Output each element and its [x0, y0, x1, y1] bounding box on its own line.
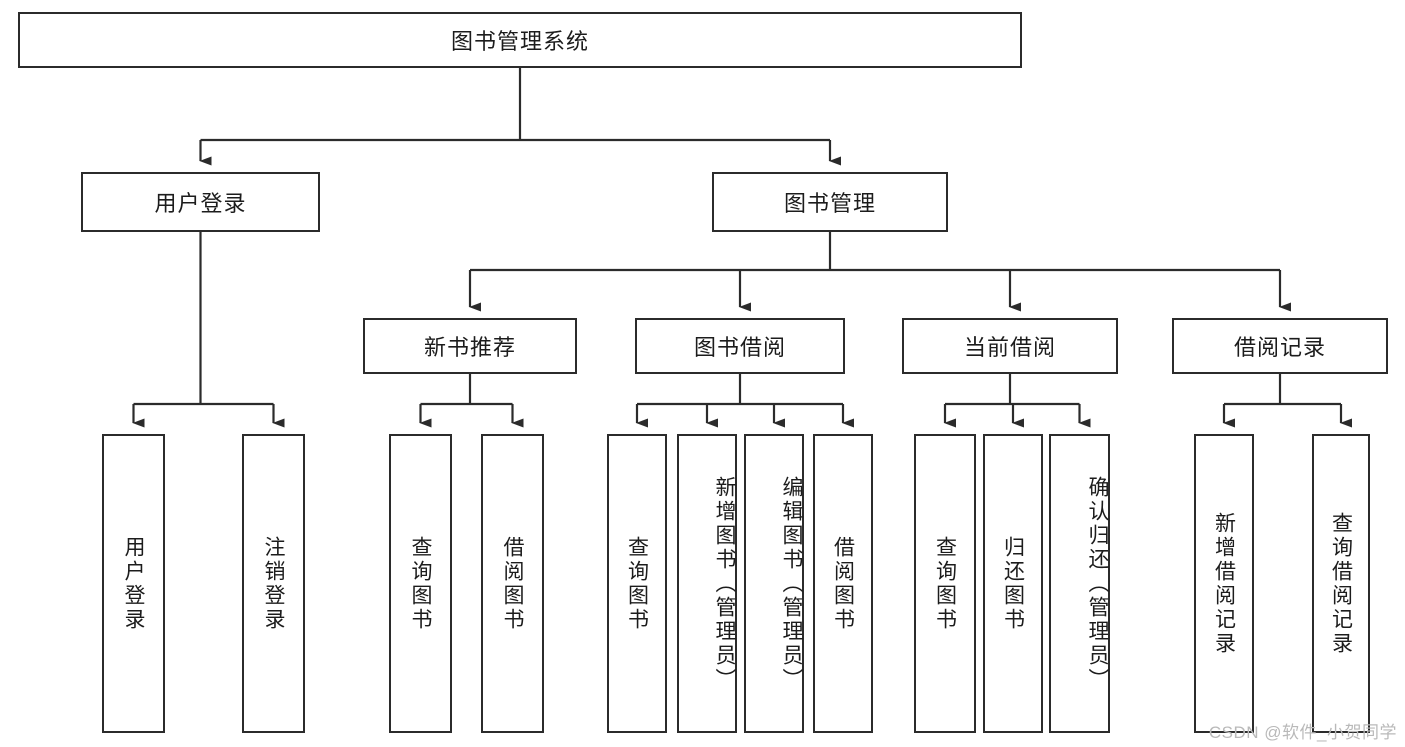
node-label: 图书管理系统	[450, 29, 589, 54]
node-leaf-query-record[interactable]: 查询借阅记录	[1312, 434, 1370, 733]
node-label: 查询图书	[625, 535, 649, 632]
node-leaf-return-book[interactable]: 归还图书	[983, 434, 1043, 733]
node-leaf-query-book-1[interactable]: 查询图书	[389, 434, 452, 733]
node-leaf-add-book[interactable]: 新增图书（管理员）	[677, 434, 737, 733]
node-new-book-rec[interactable]: 新书推荐	[363, 318, 577, 374]
node-label: 借阅图书	[501, 535, 524, 632]
node-label: 用户登录	[154, 191, 247, 216]
node-label: 查询图书	[409, 535, 432, 632]
node-leaf-logout[interactable]: 注销登录	[242, 434, 305, 733]
node-leaf-query-book-3[interactable]: 查询图书	[914, 434, 976, 733]
node-book-manage[interactable]: 图书管理	[712, 172, 948, 232]
node-label: 注销登录	[262, 535, 285, 632]
node-label: 图书管理	[783, 191, 876, 216]
node-label: 编辑图书（管理员）	[780, 475, 803, 692]
node-book-borrow[interactable]: 图书借阅	[635, 318, 845, 374]
node-leaf-query-book-2[interactable]: 查询图书	[607, 434, 667, 733]
node-borrow-record[interactable]: 借阅记录	[1172, 318, 1388, 374]
node-leaf-confirm-return[interactable]: 确认归还（管理员）	[1049, 434, 1110, 733]
node-label: 新增借阅记录	[1212, 511, 1236, 656]
node-leaf-add-record[interactable]: 新增借阅记录	[1194, 434, 1254, 733]
node-label: 借阅记录	[1233, 335, 1326, 360]
node-label: 图书借阅	[693, 335, 786, 360]
node-leaf-borrow-book-1[interactable]: 借阅图书	[481, 434, 544, 733]
node-label: 借阅图书	[831, 535, 855, 632]
node-label: 新增图书（管理员）	[713, 475, 736, 692]
node-label: 新书推荐	[423, 335, 516, 360]
node-current-borrow[interactable]: 当前借阅	[902, 318, 1118, 374]
node-leaf-user-login[interactable]: 用户登录	[102, 434, 165, 733]
node-root[interactable]: 图书管理系统	[18, 12, 1022, 68]
csdn-watermark: CSDN @软件_小贺同学	[1208, 723, 1397, 742]
node-label: 当前借阅	[963, 335, 1056, 360]
node-label: 用户登录	[122, 535, 145, 632]
node-label: 查询借阅记录	[1329, 511, 1353, 656]
node-label: 确认归还（管理员）	[1086, 475, 1109, 692]
node-leaf-edit-book[interactable]: 编辑图书（管理员）	[744, 434, 804, 733]
node-leaf-borrow-book-2[interactable]: 借阅图书	[813, 434, 873, 733]
node-user-login[interactable]: 用户登录	[81, 172, 320, 232]
node-label: 查询图书	[933, 535, 957, 632]
node-label: 归还图书	[1001, 535, 1025, 632]
